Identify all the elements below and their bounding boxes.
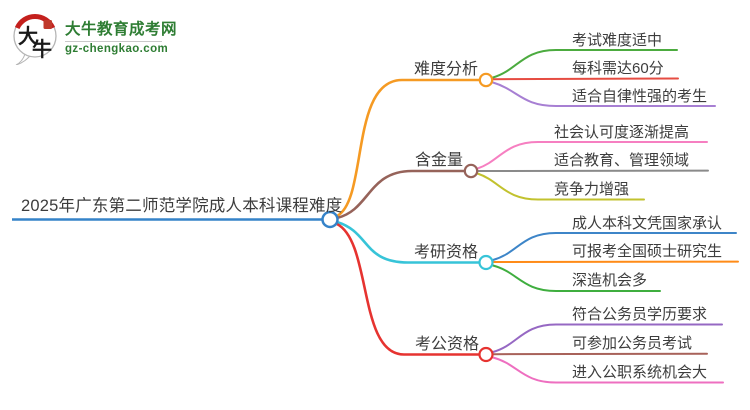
daniu-logo-icon: 大 牛 [13, 14, 57, 65]
leaf-2-2-label[interactable]: 适合教育、管理领域 [554, 152, 690, 169]
branch-1-label[interactable]: 难度分析 [414, 61, 479, 78]
badge-char-2: 牛 [32, 37, 52, 61]
badge-char-1: 大 [18, 25, 38, 48]
leaf-2-3-label[interactable]: 竞争力增强 [554, 180, 630, 198]
leaf-4-3-underline [492, 356, 724, 384]
root-node-circle[interactable] [321, 210, 339, 229]
leaf-3-1-label[interactable]: 成人本科文凭国家承认 [572, 214, 723, 232]
logo-divider [65, 41, 162, 42]
leaf-4-2-underline [491, 352, 708, 356]
branch-2-label[interactable]: 含金量 [415, 152, 464, 169]
leaf-1-2-underline [491, 77, 679, 81]
branch-2-connector [335, 169, 467, 220]
branch-3-connector [335, 220, 481, 264]
site-logo[interactable]: 大 牛 大牛教育成考网 gz-chengkao.com [12, 13, 177, 65]
leaf-1-3-label[interactable]: 适合自律性强的考生 [572, 87, 708, 105]
branch-4-node-circle[interactable] [478, 346, 494, 363]
branch-4-connector [335, 222, 481, 356]
root-node-label[interactable]: 2025年广东第二师范学院成人本科课程难度 [21, 197, 343, 215]
branch-3-node-circle[interactable] [478, 254, 494, 271]
leaf-4-3-label[interactable]: 进入公职系统机会大 [572, 363, 708, 381]
leaf-1-1-underline [492, 49, 678, 79]
branch-4-label[interactable]: 考公资格 [415, 335, 480, 353]
leaf-2-3-underline [476, 172, 645, 201]
leaf-4-1-label[interactable]: 符合公务员学历要求 [572, 306, 708, 323]
branch-3-label[interactable]: 考研资格 [414, 243, 479, 261]
leaf-3-2-label[interactable]: 可报考全国硕士研究生 [572, 243, 723, 260]
leaf-1-2-label[interactable]: 每科需达60分 [572, 59, 664, 77]
logo-text-block: 大牛教育成考网 gz-chengkao.com [65, 13, 177, 55]
branch-1-connector [335, 78, 482, 218]
logo-url: gz-chengkao.com [65, 43, 169, 55]
leaf-4-1-underline [492, 323, 723, 353]
leaf-3-3-label[interactable]: 深造机会多 [572, 272, 648, 289]
leaf-3-1-underline [492, 232, 737, 261]
leaf-2-1-label[interactable]: 社会认可度逐渐提高 [554, 123, 690, 141]
branch-2-node-circle[interactable] [463, 163, 479, 179]
leaf-3-3-underline [492, 264, 661, 292]
branch-1-node-circle[interactable] [478, 72, 494, 88]
leaf-2-1-underline [476, 141, 708, 170]
logo-title: 大牛教育成考网 [65, 21, 178, 38]
leaf-1-3-underline [492, 81, 716, 107]
leaf-4-2-label[interactable]: 可参加公务员考试 [572, 335, 693, 352]
leaf-1-1-label[interactable]: 考试难度适中 [572, 31, 663, 49]
